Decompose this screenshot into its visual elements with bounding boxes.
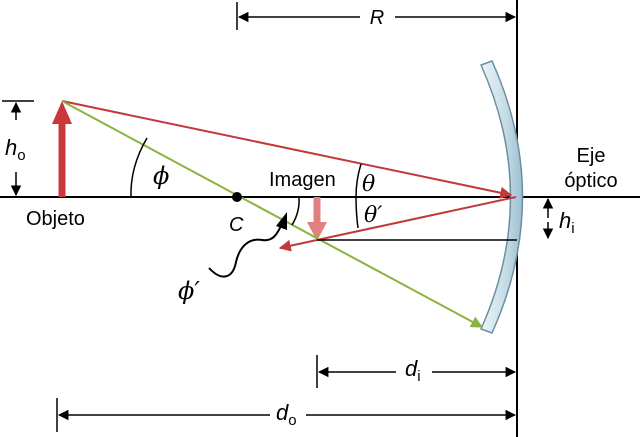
theta-prime-label: θ′ <box>364 203 382 228</box>
theta-label: θ <box>362 172 375 197</box>
phi-prime-arc <box>291 196 300 226</box>
theta-arc <box>355 163 362 198</box>
optical-axis-label-line1: Eje <box>577 145 606 167</box>
di-label: di <box>405 356 421 385</box>
central-ray <box>61 100 484 328</box>
image-arrow-head <box>307 222 327 241</box>
radius-label: R <box>370 7 384 29</box>
phi-prime-pointer-head <box>276 212 287 230</box>
object-label: Objeto <box>26 208 85 230</box>
ho-label: ho <box>5 135 26 164</box>
phi-prime-pointer <box>208 223 283 278</box>
phi-label: ϕ <box>153 162 169 190</box>
object-arrow-head <box>52 101 72 124</box>
phi-prime-label: ϕ′ <box>178 277 200 305</box>
do-label: do <box>276 400 297 429</box>
phi-arc <box>130 137 148 198</box>
center-point <box>232 192 242 202</box>
center-label: C <box>229 214 244 236</box>
optical-axis-label-line2: óptico <box>564 170 617 192</box>
hi-label: hi <box>559 208 575 237</box>
image-label: Imagen <box>269 169 336 191</box>
theta-prime-arc <box>355 196 359 229</box>
incident-ray <box>61 100 513 199</box>
concave-mirror <box>479 60 524 334</box>
